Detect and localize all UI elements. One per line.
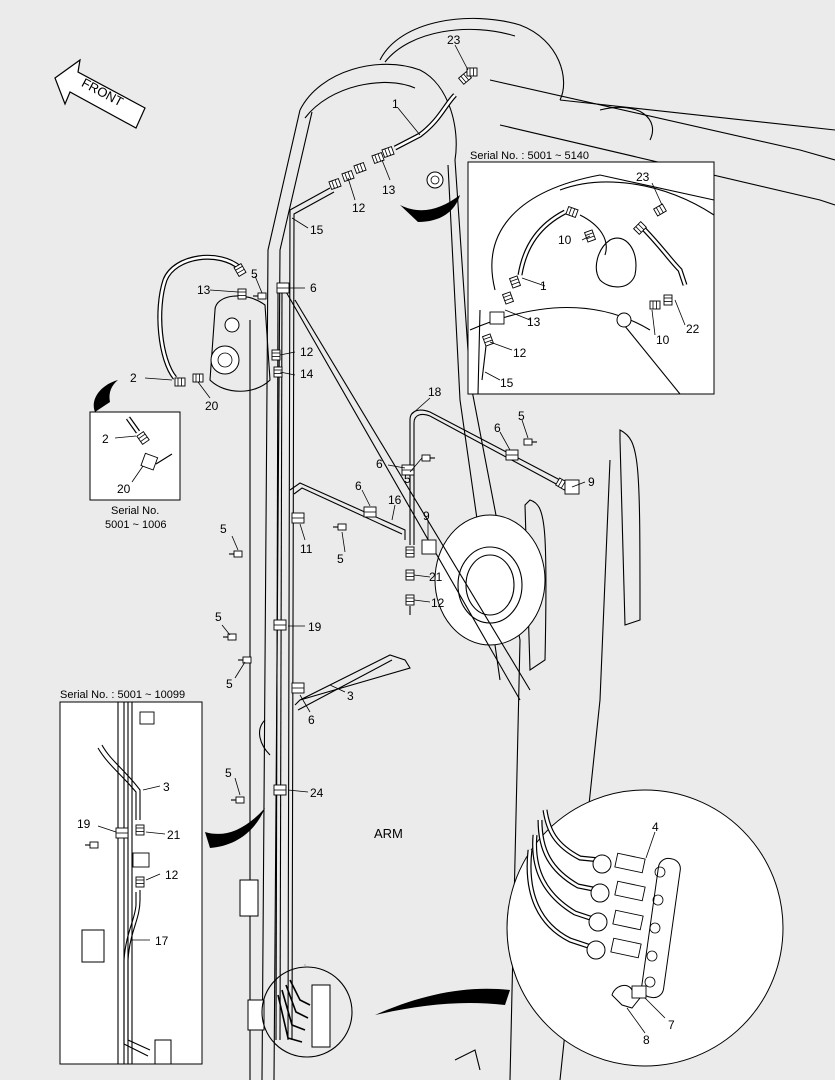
callout-20: 20 [117, 482, 131, 496]
pointer-arrow-icon [375, 988, 510, 1015]
callout-5: 5 [337, 552, 344, 566]
callout-6: 6 [376, 457, 383, 471]
callout-3: 3 [163, 780, 170, 794]
callout-13: 13 [382, 183, 396, 197]
pointer-arrow-icon [205, 808, 265, 848]
callout-3: 3 [347, 689, 354, 703]
callout-12: 12 [431, 596, 445, 610]
callout-2: 2 [130, 371, 137, 385]
callout-numbers: 23 1 13 12 15 5 13 6 12 14 2 20 18 5 6 6… [130, 33, 595, 841]
callout-12: 12 [352, 201, 366, 215]
callout-13: 13 [197, 283, 211, 297]
callout-12: 12 [300, 345, 314, 359]
callout-14: 14 [300, 367, 314, 381]
callout-4: 4 [652, 820, 659, 834]
callout-6: 6 [494, 421, 501, 435]
callout-5: 5 [518, 409, 525, 423]
arm-label: ARM [374, 826, 403, 841]
arm-structure [209, 17, 835, 1080]
inset-top-right: Serial No. : 5001 ~ 5140 10 1 13 [467, 150, 715, 395]
callout-13: 13 [527, 315, 541, 329]
pointer-arrow-icon [93, 380, 118, 412]
callout-12: 12 [513, 346, 527, 360]
callout-5: 5 [226, 677, 233, 691]
callout-21: 21 [429, 570, 443, 584]
callout-24: 24 [310, 786, 324, 800]
callout-15: 15 [500, 376, 514, 390]
piping [157, 67, 580, 1048]
callout-5: 5 [220, 522, 227, 536]
callout-17: 17 [155, 934, 169, 948]
callout-5: 5 [215, 610, 222, 624]
inset-serial-label: 5001 ~ 1006 [105, 519, 166, 531]
inset-small-left: 2 20 Serial No. 5001 ~ 1006 [89, 411, 181, 531]
leader-lines [144, 44, 586, 796]
callout-6: 6 [355, 479, 362, 493]
callout-5: 5 [251, 267, 258, 281]
callout-10: 10 [558, 233, 572, 247]
callout-20: 20 [205, 399, 219, 413]
detail-circle-small [261, 966, 353, 1058]
callout-18: 18 [428, 385, 442, 399]
callout-6: 6 [308, 713, 315, 727]
callout-15: 15 [310, 223, 324, 237]
callout-21: 21 [167, 828, 181, 842]
inset-serial-label: Serial No. : 5001 ~ 5140 [470, 150, 589, 162]
callout-23: 23 [447, 33, 461, 47]
callout-5: 5 [225, 766, 232, 780]
callout-11: 11 [300, 542, 313, 556]
pointer-arrow-icon [400, 195, 460, 222]
inset-serial-label: Serial No. [111, 505, 159, 517]
callout-8: 8 [643, 1033, 650, 1047]
detail-circle-connectors: 4 7 8 [506, 789, 784, 1067]
front-arrow-icon: FRONT [54, 58, 146, 129]
callout-5: 5 [404, 472, 411, 486]
callout-9: 9 [423, 509, 430, 523]
callout-23: 23 [636, 170, 650, 184]
callout-19: 19 [308, 620, 322, 634]
callout-19: 19 [77, 817, 91, 831]
callout-12: 12 [165, 868, 179, 882]
inset-serial-label: Serial No. : 5001 ~ 10099 [60, 689, 185, 701]
callout-2: 2 [102, 432, 109, 446]
callout-1: 1 [540, 279, 547, 293]
callout-1: 1 [392, 97, 399, 111]
callout-10: 10 [656, 333, 670, 347]
callout-6: 6 [310, 281, 317, 295]
callout-16: 16 [388, 493, 402, 507]
inset-bottom-left: Serial No. : 5001 ~ 10099 3 21 12 17 19 [59, 689, 203, 1065]
callout-22: 22 [686, 322, 700, 336]
callout-7: 7 [668, 1018, 675, 1032]
callout-9: 9 [588, 475, 595, 489]
